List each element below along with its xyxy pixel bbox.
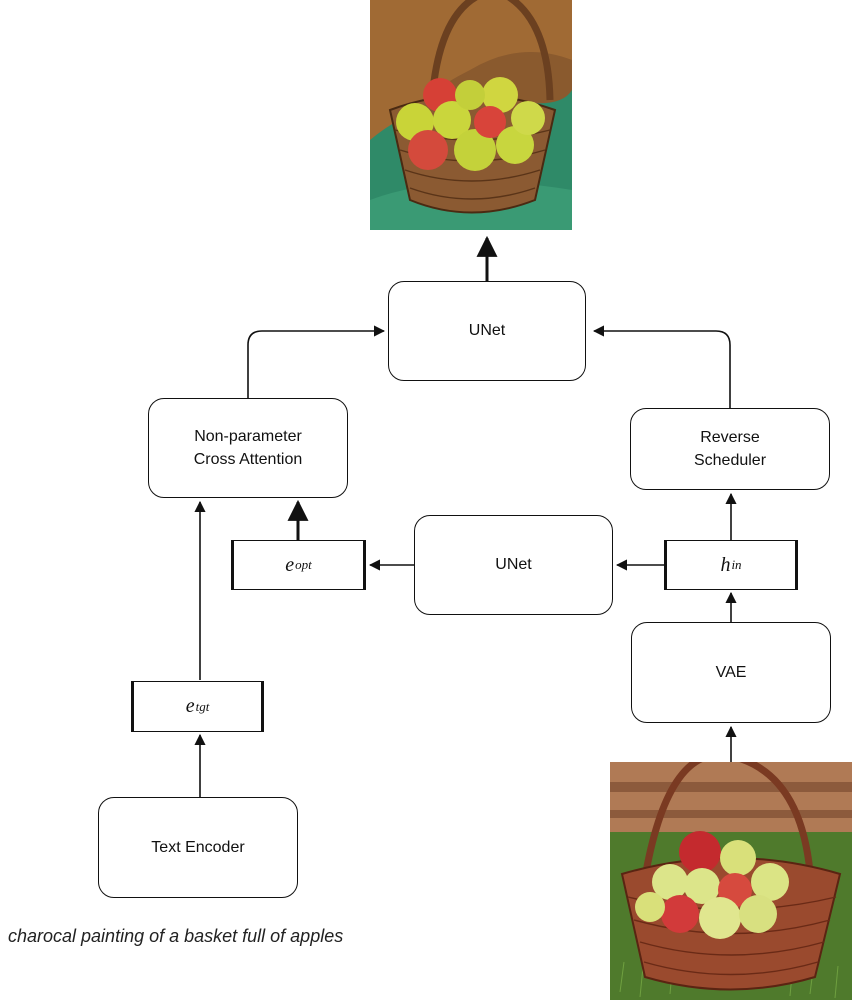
edge-scheduler-to-unet [592,325,731,408]
reverse-scheduler-label-line1: Reverse [700,428,760,446]
reverse-scheduler-label-line2: Scheduler [693,452,767,469]
output-image [370,0,572,230]
e-opt-sub: opt [295,557,312,572]
e-tgt-sub: tgt [195,698,210,714]
text-encoder-label: Text Encoder [151,838,245,856]
text-encoder-node: Text Encoder [98,797,298,898]
prompt-caption: charocal painting of a basket full of ap… [8,926,344,946]
vae-label: VAE [715,663,747,681]
cross-attention-label-line2: Cross Attention [193,451,303,468]
apple-basket-painting [370,0,572,230]
unet-top-node: UNet [388,281,586,381]
reverse-scheduler-node: Reverse Scheduler [630,408,830,490]
cross-attention-node: Non-parameter Cross Attention [148,398,348,498]
cross-attention-label-line1: Non-parameter [194,427,302,445]
unet-middle-label: UNet [495,556,532,574]
e-tgt-base: e [185,695,195,717]
unet-middle-node: UNet [414,515,613,615]
edge-crossattention-to-unet [247,325,386,398]
input-image [610,762,852,1000]
h-in-base: h [720,553,731,576]
apple-basket-photo [610,762,852,1000]
e-opt-base: e [285,553,295,576]
unet-top-label: UNet [468,322,506,340]
h-in-sub: in [731,557,742,572]
vae-node: VAE [631,622,831,723]
